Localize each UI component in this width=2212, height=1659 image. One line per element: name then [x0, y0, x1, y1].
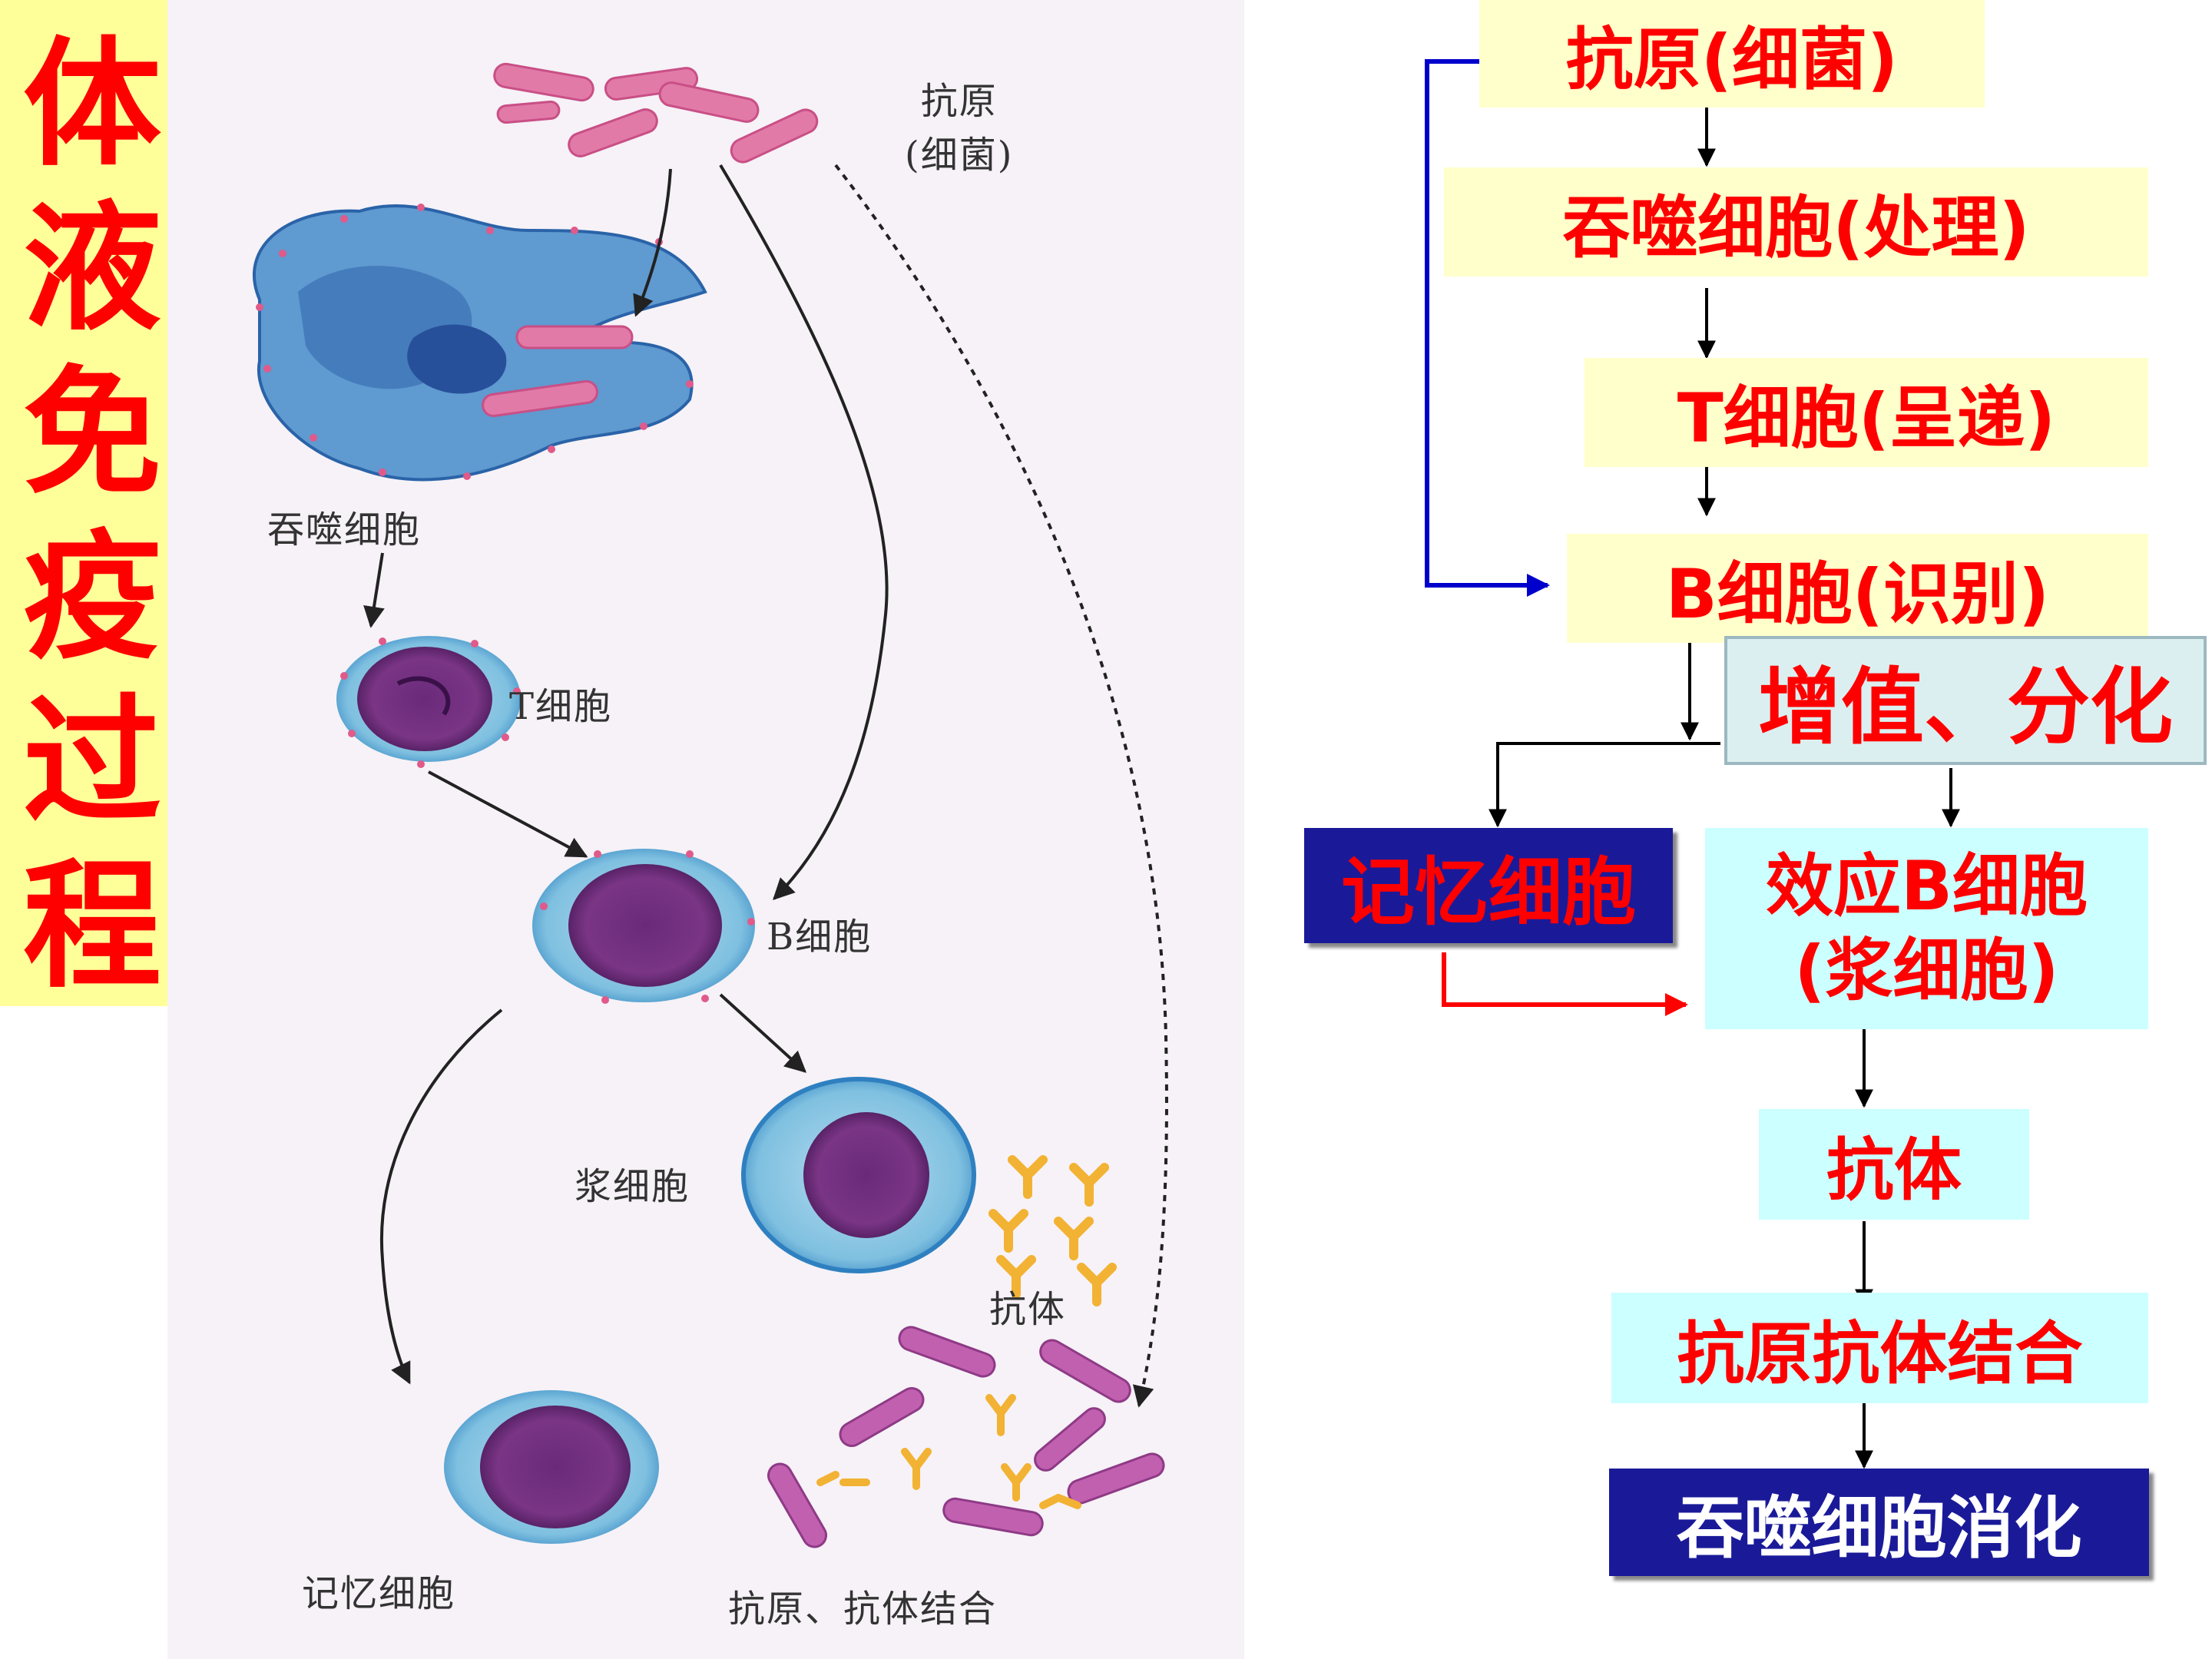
title-char: 程	[22, 846, 161, 1007]
illus-plasma-cell-label: 浆细胞	[575, 1165, 690, 1208]
title-bar	[0, 0, 184, 1006]
t-cell-icon	[336, 636, 521, 768]
illus-phagocyte-label: 吞噬细胞	[267, 508, 422, 551]
illus-antigen-label: 抗原 (细菌)	[905, 80, 1014, 177]
memory-cell-icon	[444, 1390, 659, 1544]
flow-phagocyte-box: 吞噬细胞(处理)	[1444, 167, 2148, 276]
plasma-cell-icon	[741, 1077, 976, 1273]
illus-memory-cell-label: 记忆细胞	[302, 1572, 456, 1615]
title-char: 液	[22, 189, 161, 349]
illus-antibody-label: 抗体	[989, 1288, 1067, 1331]
immune-illustration: 抗原 (细菌) 吞噬细胞 T细胞 B细胞 浆细胞 抗体 记忆细胞 抗原、抗体结合	[167, 0, 1244, 1659]
illus-binding-label: 抗原、抗体结合	[728, 1588, 998, 1631]
page-title: 体 液 免 疫 过 程	[0, 23, 184, 1009]
illustration-arrows	[363, 164, 1168, 1408]
antibody-icon	[988, 1155, 1117, 1306]
phagocyte-icon	[253, 204, 707, 482]
flow-effector-b-box: 效应B细胞 (浆细胞)	[1705, 828, 2148, 1029]
title-char: 体	[22, 25, 161, 185]
flow-memory-cell-box: 记忆细胞	[1304, 828, 1673, 943]
antigen-antibody-complex-icon	[767, 1326, 1165, 1548]
flow-t-cell-box: T细胞(呈递)	[1584, 358, 2148, 467]
illus-t-cell-label: T细胞	[509, 685, 613, 728]
bacteria-icon	[493, 62, 819, 164]
flow-effector-b-line2: (浆细胞)	[1794, 931, 2059, 1010]
title-char: 过	[22, 682, 161, 843]
b-cell-icon	[532, 849, 755, 1004]
title-char: 免	[22, 353, 161, 514]
illustration-canvas	[167, 0, 1244, 1659]
title-char: 疫	[22, 518, 161, 678]
flow-effector-b-line1: 效应B细胞	[1765, 846, 2088, 926]
flow-proliferate-box: 增值、分化	[1724, 636, 2207, 765]
flow-binding-box: 抗原抗体结合	[1611, 1293, 2148, 1403]
flow-antibody-box: 抗体	[1759, 1109, 2029, 1220]
flow-b-cell-box: B细胞(识别)	[1567, 534, 2148, 643]
flow-antigen-box: 抗原(细菌)	[1479, 0, 1985, 108]
flow-digest-box: 吞噬细胞消化	[1609, 1469, 2149, 1576]
illus-b-cell-label: B细胞	[767, 916, 873, 959]
